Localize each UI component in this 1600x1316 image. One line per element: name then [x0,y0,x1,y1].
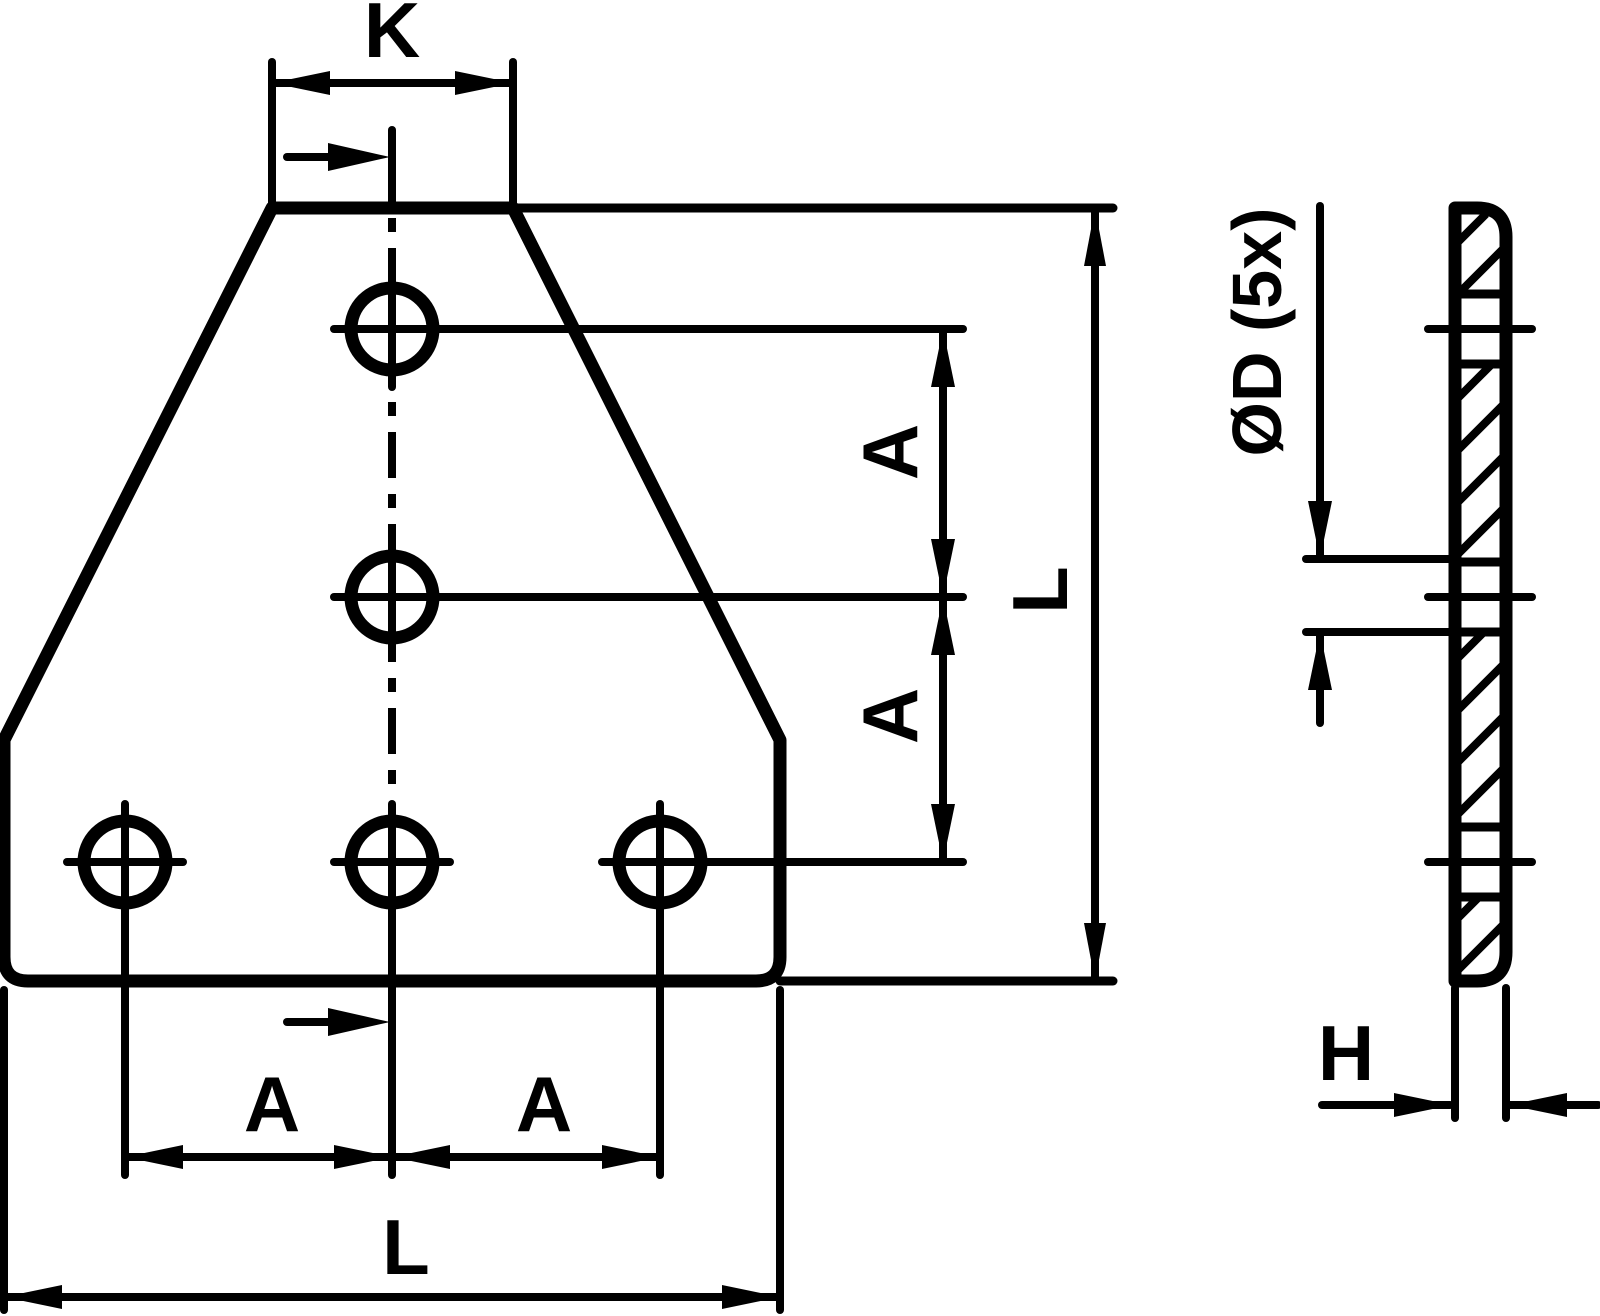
arrowhead-up [931,597,955,655]
arrowhead-up [1084,208,1106,266]
dim-label-A-right: A [516,1060,572,1148]
arrowhead-left [125,1145,183,1169]
dim-label-hole-diameter: ØD (5x) [1218,208,1296,457]
dim-label-A-lower: A [846,688,934,744]
arrowhead-left [392,1145,450,1169]
hole-middle [330,535,967,659]
hole-top [330,267,967,391]
datum-arrowhead [328,143,390,171]
arrowhead-right [722,1285,780,1309]
dim-label-K: K [364,0,420,74]
section-outline [1448,201,1513,988]
datum-arrowhead [328,1008,390,1036]
dim-hole-diameter-D: ØD (5x) [1218,202,1453,727]
dim-overall-height-L: L [996,204,1106,985]
hole-bottom-left [63,800,187,1179]
dim-vertical-hole-pitch: A A [846,325,955,866]
dim-thickness-H: H [1318,984,1600,1122]
plate-outline [0,201,787,988]
arrowhead-up [931,329,955,387]
side-view: ØD (5x) H [1218,201,1600,1122]
arrowhead-left [1509,1093,1567,1117]
arrowhead-down [1308,501,1332,559]
dim-label-H: H [1318,1009,1374,1097]
centerline-datum-arrow-bottom [283,1008,390,1036]
arrowhead-down [931,804,955,862]
arrowhead-left [4,1285,62,1309]
dim-label-L-bottom: L [382,1203,430,1291]
dim-label-A-upper: A [846,424,934,480]
arrowhead-down [931,539,955,597]
section-hole-edges [1451,289,1510,902]
front-view: K A A L [0,0,1118,1314]
arrowhead-down [1084,923,1106,981]
hole-bottom-right [598,800,967,1179]
dim-bottom-hole-pitch: A A [121,1060,664,1169]
section-hole-centerlines [1424,325,1536,866]
dim-label-A-left: A [244,1060,300,1148]
arrowhead-right [1394,1093,1452,1117]
section-hatching [1455,211,1506,973]
arrowhead-right [455,71,513,95]
centerline-datum-arrow-top [283,143,390,171]
dim-label-L-vertical: L [996,566,1084,614]
arrowhead-right [334,1145,392,1169]
dim-overall-width-L: L [0,986,784,1314]
arrowhead-right [602,1145,660,1169]
hole-bottom-center [330,800,454,924]
dim-top-width-K: K [268,0,517,208]
arrowhead-left [272,71,330,95]
